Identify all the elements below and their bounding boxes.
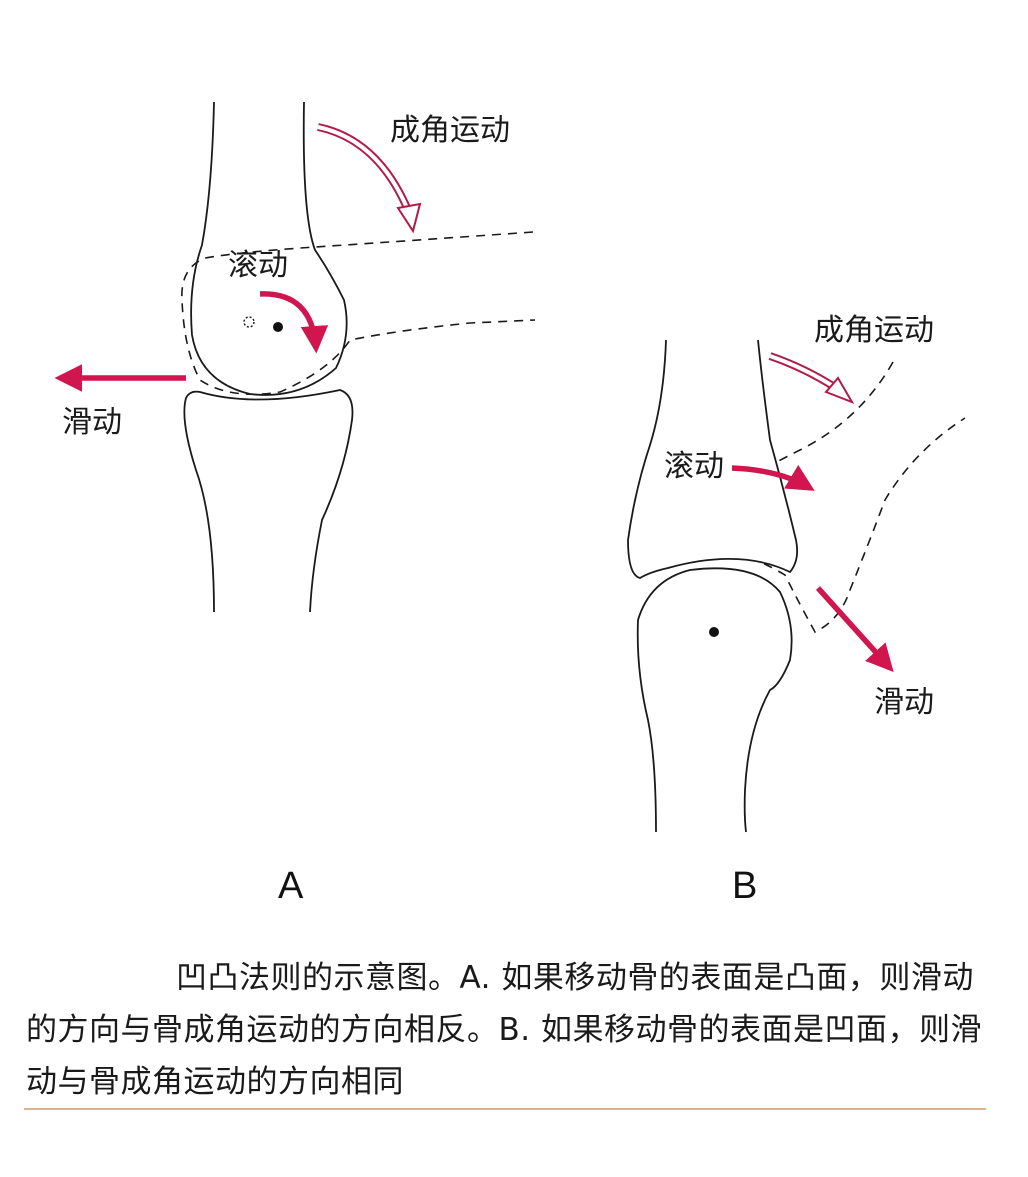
panel-b-glide-arrow [815,586,894,673]
panel-b-angular-arrow [768,352,855,404]
panel-b-glide-label: 滑动 [874,685,934,720]
panel-b-label: B [732,865,757,907]
panel-a-label: A [278,865,304,907]
panel-a-angular-arrow [317,123,422,234]
panel-a-angular-label: 成角运动 [390,113,510,148]
figure-caption: 凹凸法则的示意图。A. 如果移动骨的表面是凸面，则滑动的方向与骨成角运动的方向相… [26,960,982,1100]
panel-a-upper-bone [190,101,348,396]
panel-a-displaced-axis-dot [243,316,255,328]
panel-a-lower-bone [183,389,354,613]
panel-b: 成角运动 滚动 滑动 B [627,313,966,907]
panel-a-glide-label: 滑动 [62,405,122,440]
panel-b-upper-bone [627,339,799,579]
panel-b-axis-dot [709,627,719,637]
caption-divider [24,1108,986,1110]
panel-b-lower-bone [636,567,793,833]
panel-a-axis-dot [273,322,283,332]
panel-a: 成角运动 滚动 滑动 A [54,101,536,907]
panel-b-roll-label: 滚动 [664,449,724,484]
panel-b-roll-arrow [731,464,815,491]
panel-a-dashed-displaced-bone [181,231,536,396]
panel-a-roll-arrow [259,291,329,354]
panel-b-angular-label: 成角运动 [814,313,934,348]
panel-b-dashed-displaced-bone [699,361,966,634]
concave-convex-diagram: 成角运动 滚动 滑动 A 成角运动 滚动 滑动 B [54,101,966,907]
panel-a-roll-label: 滚动 [228,248,288,283]
